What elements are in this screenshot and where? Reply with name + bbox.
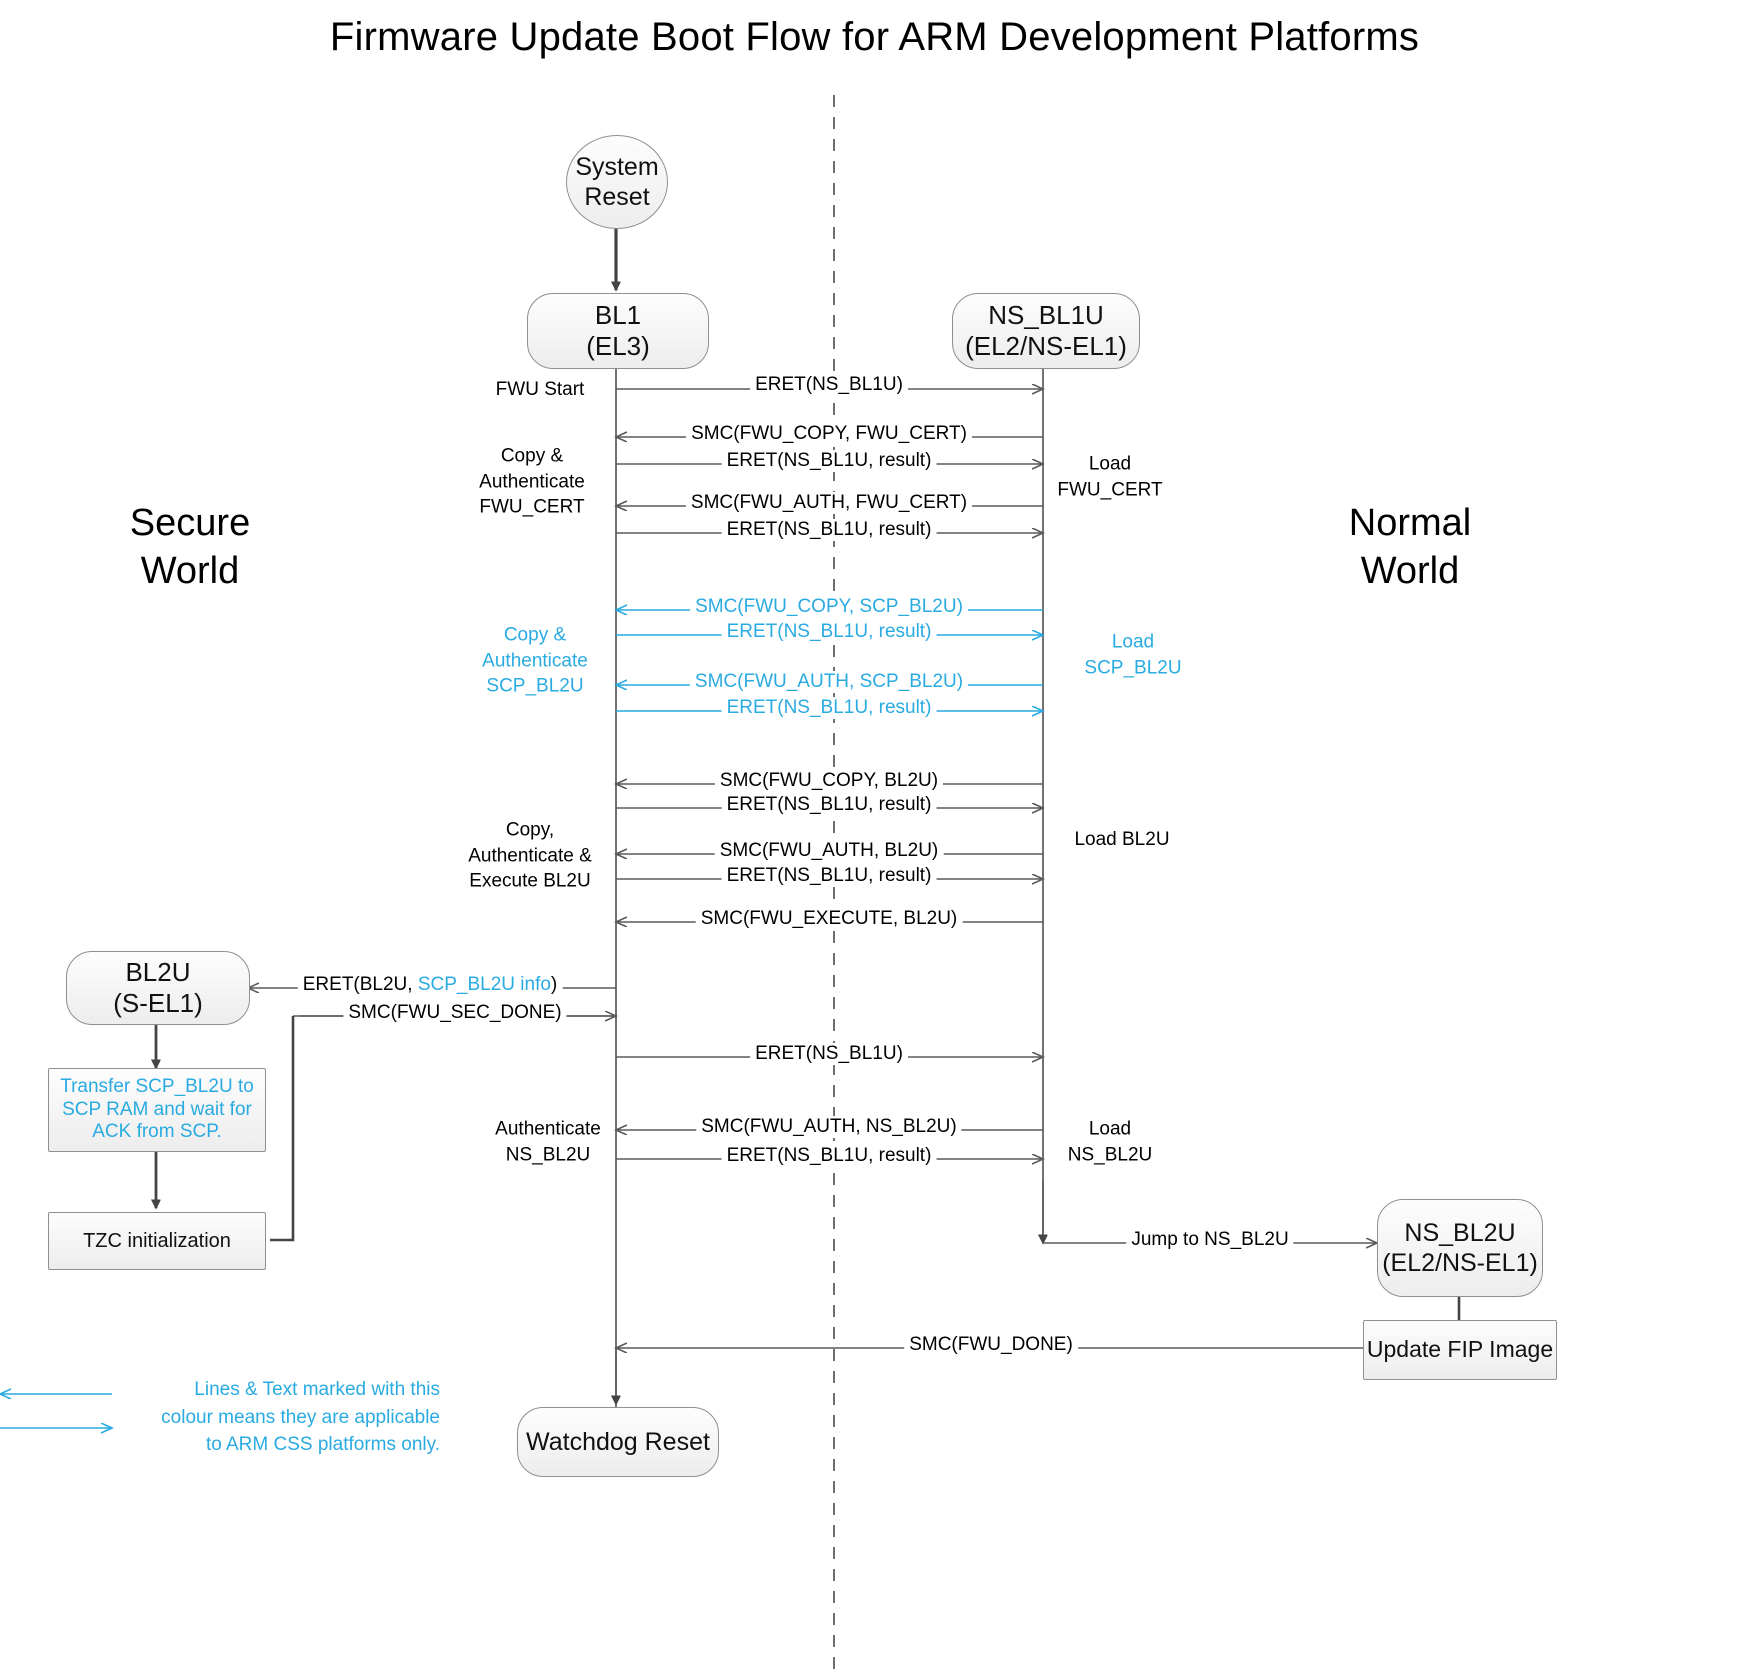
ns-bl1u-line2: (EL2/NS-EL1) <box>965 331 1127 361</box>
secure-world-line1: Secure <box>129 502 251 544</box>
message-label-smc-fwu-auth-nsbl2u: SMC(FWU_AUTH, NS_BL2U) <box>696 1116 962 1138</box>
side-label-load-scp-bl2u: Load SCP_BL2U <box>1084 629 1181 680</box>
ns-bl1u-line1: NS_BL1U <box>988 299 1104 330</box>
side-label-copy-auth-scp-bl2u: Copy & Authenticate SCP_BL2U <box>482 623 588 700</box>
message-label-eret-result-5: ERET(NS_BL1U, result) <box>721 794 937 816</box>
legend-line1: Lines & Text marked with this <box>194 1379 440 1400</box>
message-label-eret-result-7: ERET(NS_BL1U, result) <box>721 1145 937 1167</box>
message-label-smc-fwu-copy-scp: SMC(FWU_COPY, SCP_BL2U) <box>690 596 968 618</box>
side-label-load-fwu-cert: Load FWU_CERT <box>1057 451 1162 502</box>
load-ns-bl2u-line2: NS_BL2U <box>1067 1144 1153 1165</box>
page-title: Firmware Update Boot Flow for ARM Develo… <box>329 15 1420 59</box>
copy-auth-scp-line3: SCP_BL2U <box>486 675 584 697</box>
node-ns-bl2u[interactable]: NS_BL2U (EL2/NS-EL1) <box>1377 1199 1543 1297</box>
side-label-copy-auth-execute-bl2u: Copy, Authenticate & Execute BL2U <box>468 818 592 895</box>
message-label-eret-result-4: ERET(NS_BL1U, result) <box>721 697 937 719</box>
message-label-jump-to-ns-bl2u: Jump to NS_BL2U <box>1126 1229 1294 1251</box>
transfer-box-line1: Transfer SCP_BL2U to <box>60 1075 254 1097</box>
eret-bl2u-suffix: ) <box>550 974 558 995</box>
copy-auth-exec-line1: Copy, <box>505 819 555 841</box>
message-label-eret-result-6: ERET(NS_BL1U, result) <box>721 865 937 887</box>
message-label-smc-fwu-auth-scp: SMC(FWU_AUTH, SCP_BL2U) <box>689 671 969 693</box>
ns-bl2u-line2: (EL2/NS-EL1) <box>1382 1249 1538 1277</box>
message-label-smc-fwu-copy-bl2u: SMC(FWU_COPY, BL2U) <box>714 770 944 792</box>
side-label-copy-auth-fwu-cert: Copy & Authenticate FWU_CERT <box>479 444 585 521</box>
copy-auth-scp-line1: Copy & <box>503 624 567 646</box>
load-scp-line2: SCP_BL2U <box>1084 657 1182 678</box>
ns-bl2u-line1: NS_BL2U <box>1404 1219 1516 1247</box>
transfer-box-line2: SCP RAM and wait for <box>62 1098 252 1120</box>
update-fip-label: Update FIP Image <box>1366 1336 1554 1363</box>
side-label-fwu-start: FWU Start <box>496 377 585 403</box>
message-label-smc-fwu-sec-done: SMC(FWU_SEC_DONE) <box>343 1002 567 1024</box>
load-fwu-cert-line2: FWU_CERT <box>1057 479 1163 500</box>
bl1-line2: (EL3) <box>586 331 650 361</box>
message-label-eret-result-3: ERET(NS_BL1U, result) <box>721 621 937 643</box>
load-scp-line1: Load <box>1111 631 1155 653</box>
node-ns-bl1u[interactable]: NS_BL1U (EL2/NS-EL1) <box>952 293 1140 369</box>
side-label-load-ns-bl2u: Load NS_BL2U <box>1068 1116 1153 1167</box>
box-update-fip-image[interactable]: Update FIP Image <box>1363 1320 1557 1380</box>
message-label-smc-fwu-execute: SMC(FWU_EXECUTE, BL2U) <box>695 908 963 930</box>
message-label-eret-result-2: ERET(NS_BL1U, result) <box>721 519 937 541</box>
bl2u-line2: (S-EL1) <box>113 988 203 1018</box>
transfer-box-line3: ACK from SCP. <box>92 1121 222 1143</box>
normal-world-line2: World <box>1360 549 1460 592</box>
side-label-load-bl2u: Load BL2U <box>1074 827 1169 853</box>
auth-ns-bl2u-line1: Authenticate <box>495 1118 601 1140</box>
legend-line3: to ARM CSS platforms only. <box>205 1434 440 1456</box>
legend-text: Lines & Text marked with this colour mea… <box>140 1376 440 1459</box>
message-label-eret-result-1: ERET(NS_BL1U, result) <box>721 450 937 472</box>
watchdog-label: Watchdog Reset <box>526 1428 710 1456</box>
copy-auth-exec-line2: Authenticate & <box>468 845 592 867</box>
box-tzc-initialization[interactable]: TZC initialization <box>48 1212 266 1270</box>
tzc-box-label: TZC initialization <box>83 1230 231 1252</box>
load-fwu-cert-line1: Load <box>1088 453 1132 475</box>
message-label-smc-fwu-auth-bl2u: SMC(FWU_AUTH, BL2U) <box>714 840 944 862</box>
copy-auth-cert-line2: Authenticate <box>479 471 585 493</box>
secure-world-label: Secure World <box>60 500 320 595</box>
system-reset-line2: Reset <box>584 183 650 211</box>
bl2u-line1: BL2U <box>125 956 191 987</box>
node-watchdog-reset[interactable]: Watchdog Reset <box>517 1407 719 1477</box>
auth-ns-bl2u-line2: NS_BL2U <box>505 1144 591 1165</box>
load-bl2u-text: Load BL2U <box>1074 829 1170 851</box>
node-system-reset[interactable]: System Reset <box>566 135 668 229</box>
side-label-authenticate-ns-bl2u: Authenticate NS_BL2U <box>495 1116 601 1167</box>
copy-auth-cert-line1: Copy & <box>500 445 564 467</box>
normal-world-line1: Normal <box>1348 502 1472 544</box>
normal-world-label: Normal World <box>1280 500 1540 595</box>
legend-line2: colour means they are applicable <box>161 1406 440 1428</box>
message-label-smc-fwu-done: SMC(FWU_DONE) <box>904 1334 1078 1356</box>
copy-auth-exec-line3: Execute BL2U <box>469 870 591 892</box>
eret-bl2u-prefix: ERET(BL2U, <box>302 974 418 995</box>
bl1-line1: BL1 <box>594 299 642 330</box>
eret-bl2u-scp-info: SCP_BL2U info <box>417 974 551 995</box>
message-label-eret-ns-bl1u-1: ERET(NS_BL1U) <box>750 374 908 396</box>
message-label-eret-ns-bl1u-2: ERET(NS_BL1U) <box>750 1043 908 1065</box>
secure-world-line2: World <box>140 549 240 592</box>
box-transfer-scp-bl2u[interactable]: Transfer SCP_BL2U to SCP RAM and wait fo… <box>48 1068 266 1152</box>
load-ns-bl2u-line1: Load <box>1088 1118 1132 1140</box>
system-reset-line1: System <box>575 153 659 181</box>
message-label-smc-fwu-auth-cert: SMC(FWU_AUTH, FWU_CERT) <box>685 492 973 514</box>
message-label-smc-fwu-copy-cert: SMC(FWU_COPY, FWU_CERT) <box>686 423 972 445</box>
message-label-eret-bl2u-scpinfo: ERET(BL2U, SCP_BL2U info) <box>297 974 563 996</box>
fwu-start-text: FWU Start <box>495 379 585 401</box>
copy-auth-cert-line3: FWU_CERT <box>479 496 585 518</box>
node-bl1[interactable]: BL1 (EL3) <box>527 293 709 369</box>
node-bl2u[interactable]: BL2U (S-EL1) <box>66 951 250 1025</box>
copy-auth-scp-line2: Authenticate <box>482 650 588 672</box>
